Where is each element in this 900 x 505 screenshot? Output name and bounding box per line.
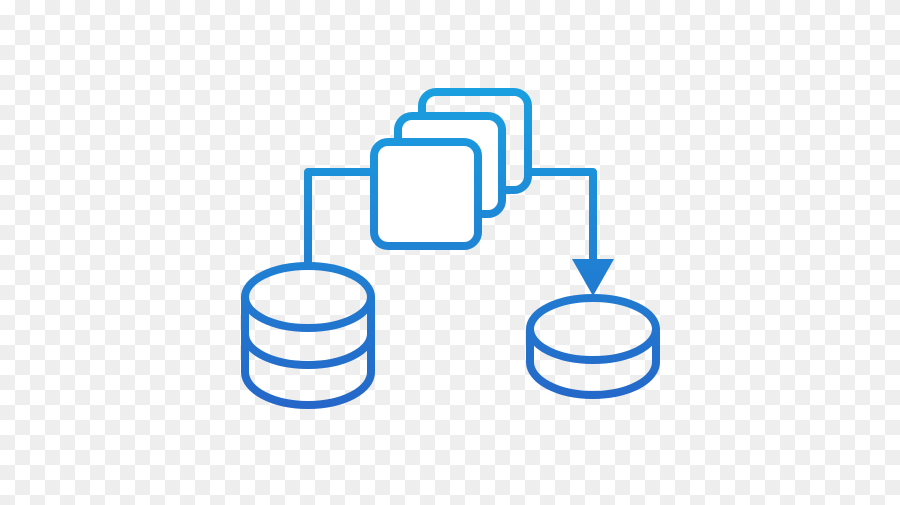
source-db-body <box>241 293 375 409</box>
target-database-icon <box>526 294 660 399</box>
stack-card-front <box>370 138 482 250</box>
connector-left <box>304 168 379 270</box>
connector-right <box>525 168 597 272</box>
target-db-body <box>526 325 660 399</box>
target-db-top <box>526 294 660 364</box>
source-db-band <box>241 330 375 369</box>
source-database-icon <box>241 262 375 409</box>
stack-card-front-fill <box>374 142 478 246</box>
source-db-top <box>241 262 375 332</box>
arrow-down-icon <box>572 259 614 296</box>
